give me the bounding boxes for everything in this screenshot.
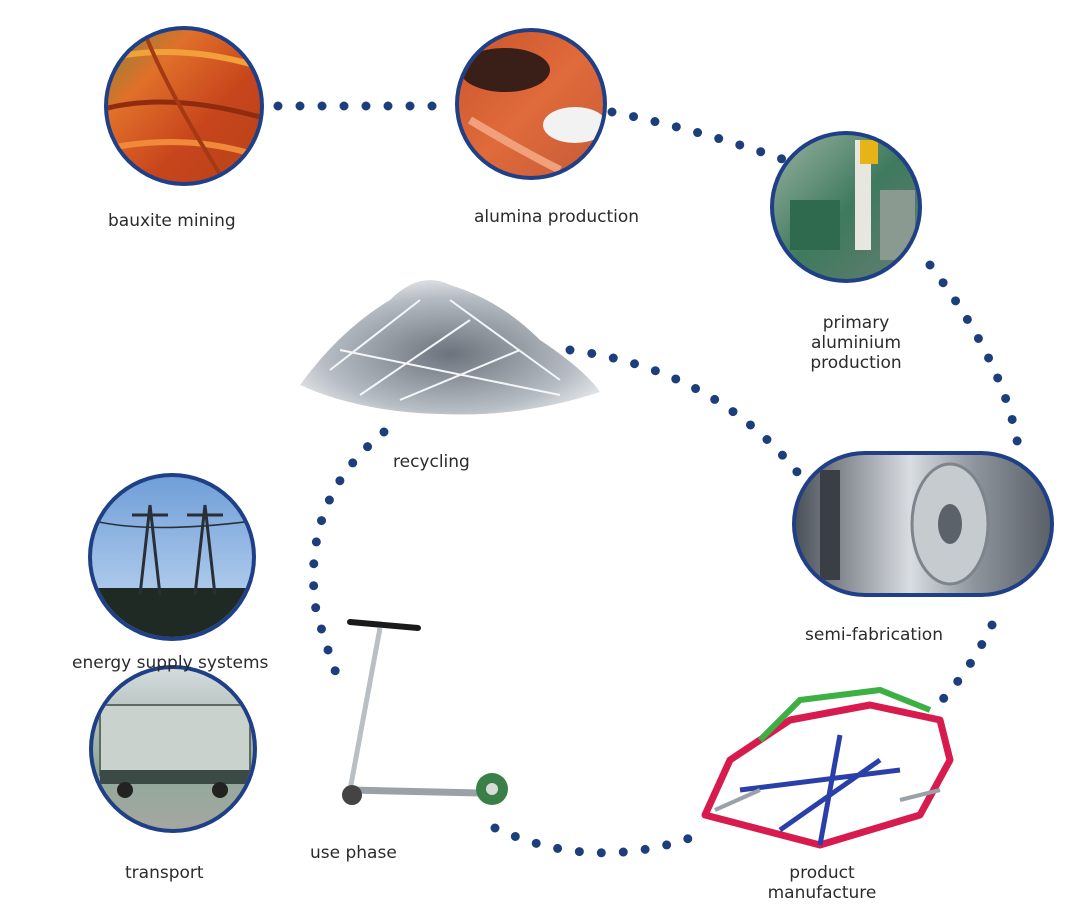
svg-text:manufacture: manufacture bbox=[768, 883, 877, 903]
transport-photo bbox=[89, 665, 257, 833]
dotted-connector-inner-loop bbox=[309, 345, 810, 858]
recycling-scrap-pile-image bbox=[300, 280, 600, 415]
label-recycling: recycling bbox=[393, 452, 470, 472]
bauxite-mining-photo bbox=[104, 26, 264, 186]
label-bauxite-mining: bauxite mining bbox=[108, 211, 236, 231]
use-phase-scooter-image bbox=[342, 619, 508, 805]
svg-text:aluminium: aluminium bbox=[811, 333, 901, 353]
label-transport: transport bbox=[125, 863, 204, 883]
svg-text:product: product bbox=[789, 863, 855, 883]
label-use-phase: use phase bbox=[310, 843, 397, 863]
label-energy-supply-systems: energy supply systems bbox=[72, 653, 268, 673]
alumina-production-photo bbox=[455, 28, 607, 180]
svg-text:production: production bbox=[810, 353, 901, 373]
product-manufacture-car-frame-image bbox=[701, 686, 954, 849]
svg-text:primary: primary bbox=[823, 313, 890, 333]
dotted-connector-outer-loop bbox=[607, 107, 1025, 717]
label-alumina-production: alumina production bbox=[474, 207, 639, 227]
label-primary-aluminium-production: primary aluminium production bbox=[810, 313, 901, 373]
semi-fabrication-photo bbox=[792, 451, 1054, 597]
primary-aluminium-production-photo bbox=[770, 131, 922, 283]
energy-supply-systems-photo bbox=[88, 473, 256, 641]
label-semi-fabrication: semi-fabrication bbox=[805, 625, 943, 645]
label-product-manufacture: product manufacture bbox=[768, 863, 877, 903]
